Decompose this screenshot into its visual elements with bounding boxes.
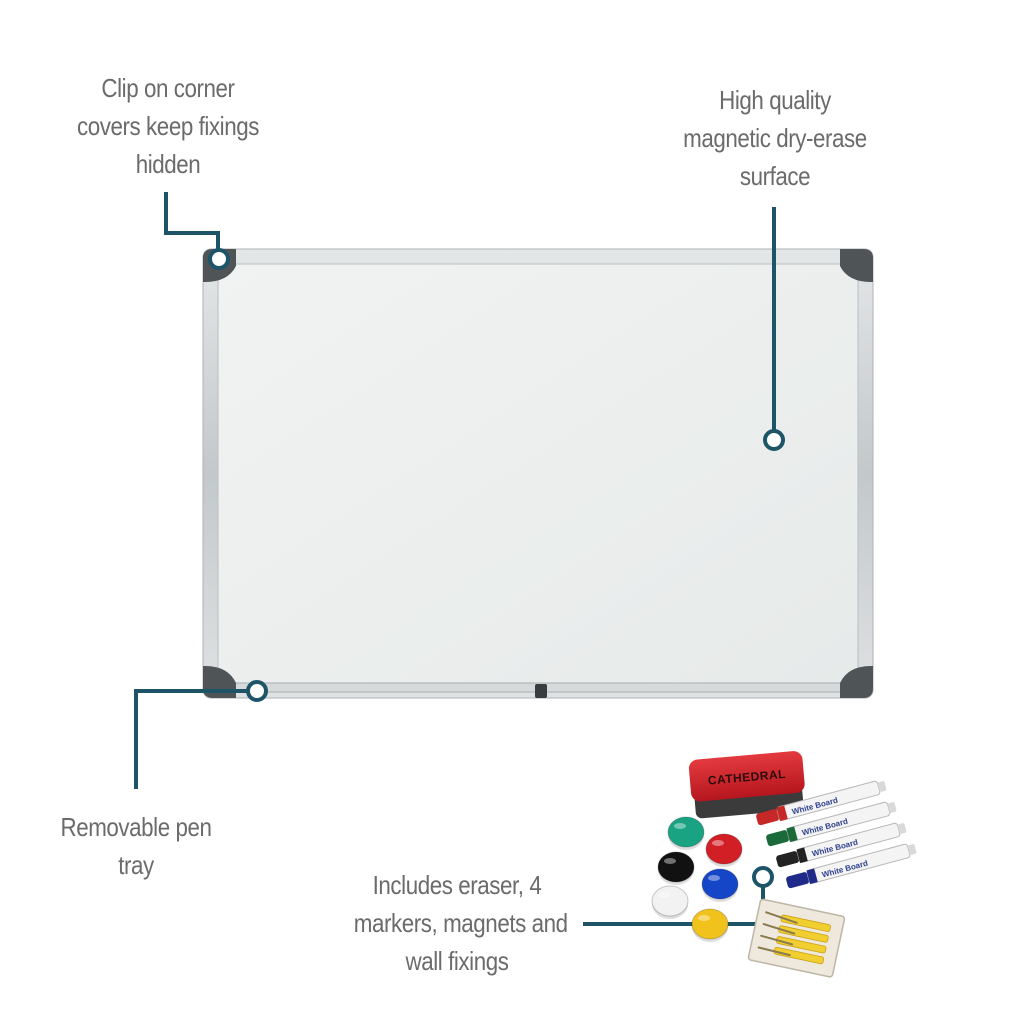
screw	[762, 923, 796, 935]
callout-surface-line: High quality	[719, 85, 831, 115]
marker-end	[877, 781, 887, 792]
magnet	[651, 885, 689, 919]
screws	[757, 911, 798, 957]
magnet-shine	[708, 875, 720, 881]
magnet-shine	[698, 915, 710, 921]
callout-corner-clips: Clip on corner covers keep fixings hidde…	[65, 69, 271, 183]
magnet-body	[667, 816, 705, 848]
callout-surface-line: surface	[739, 161, 811, 191]
magnet-shine	[658, 892, 670, 898]
corner-clip-top-right	[840, 249, 873, 282]
magnet-body	[705, 833, 743, 865]
screw	[765, 911, 798, 924]
magnet-body	[651, 885, 689, 917]
screw	[760, 934, 794, 946]
callout-dot-corner-clips	[208, 248, 230, 270]
corner-clip-bottom-right	[840, 666, 873, 698]
callout-pen-tray-line: tray	[118, 850, 154, 880]
marker-cap	[786, 872, 810, 889]
marker-end	[907, 844, 917, 855]
magnet	[705, 833, 743, 867]
magnet-shine	[674, 823, 686, 829]
marker-end	[897, 823, 907, 834]
callout-surface-line: magnetic dry-erase	[683, 123, 867, 153]
callout-dot-pen-tray	[246, 680, 268, 702]
callout-accessories: Includes eraser, 4 markers, magnets and …	[353, 866, 568, 980]
callout-accessories-line: Includes eraser, 4	[372, 870, 542, 900]
callout-pen-tray: Removable pen tray	[50, 808, 222, 884]
marker-cap	[766, 830, 790, 847]
magnet-body	[691, 908, 729, 940]
magnet	[701, 868, 739, 902]
magnet	[691, 908, 729, 942]
callout-line-pen-tray	[134, 689, 248, 789]
magnet	[667, 816, 705, 850]
callout-pen-tray-line: Removable pen	[60, 812, 212, 842]
callout-accessories-line: markers, magnets and	[353, 908, 568, 938]
magnet	[657, 851, 695, 885]
marker-cap	[756, 809, 780, 826]
marker-band	[796, 847, 808, 864]
callout-accessories-line: wall fixings	[405, 946, 509, 976]
callout-dot-accessories	[752, 866, 774, 888]
whiteboard	[202, 248, 874, 699]
marker: White Board	[786, 843, 917, 889]
marker-cap	[776, 851, 800, 868]
callout-line-corner-clips	[164, 192, 220, 250]
eraser-brand: CATHEDRAL	[707, 767, 786, 788]
callout-surface: High quality magnetic dry-erase surface	[672, 81, 878, 195]
marker-band	[776, 805, 788, 822]
magnet-shine	[712, 840, 724, 846]
marker-end	[887, 802, 897, 813]
pen-tray-clip	[535, 684, 547, 698]
magnet-body	[701, 868, 739, 900]
magnets	[651, 816, 743, 942]
callout-corner-clips-line: Clip on corner	[101, 73, 235, 103]
callout-corner-clips-line: hidden	[135, 149, 201, 179]
wall-fixings-pack	[747, 898, 846, 978]
fixings-bag	[747, 898, 846, 978]
eraser-body	[688, 751, 805, 802]
marker-band	[806, 868, 818, 885]
whiteboard-surface	[217, 263, 859, 685]
marker-band	[786, 826, 798, 843]
callout-corner-clips-line: covers keep fixings	[77, 111, 259, 141]
marker: White Board	[756, 780, 887, 826]
callout-dot-surface	[763, 429, 785, 451]
screw	[757, 946, 791, 957]
magnet-body	[657, 851, 695, 883]
magnet-shine	[664, 858, 676, 864]
